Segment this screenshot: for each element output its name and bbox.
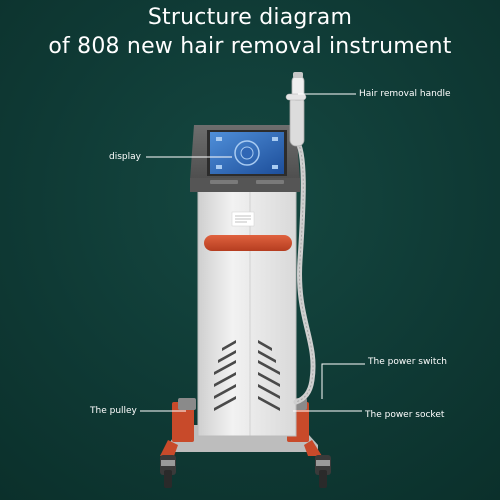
label-pulley: The pulley (90, 406, 137, 416)
leader-power-switch (321, 363, 365, 399)
leader-lines (140, 93, 365, 412)
machine-body (197, 189, 297, 437)
display-unit (190, 125, 300, 192)
title-line-2: of 808 new hair removal instrument (48, 34, 452, 59)
label-power-switch: The power switch (368, 357, 448, 367)
label-power-socket: The power socket (365, 410, 445, 420)
hair-removal-handle (285, 72, 316, 405)
label-display: display (109, 152, 141, 162)
title-line-1: Structure diagram (147, 5, 353, 30)
label-hair-removal-handle: Hair removal handle (359, 89, 451, 99)
